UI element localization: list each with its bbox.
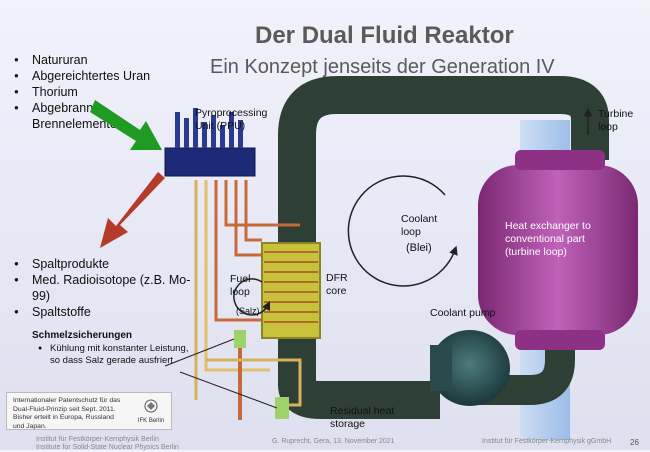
heat-exchanger <box>478 165 638 335</box>
fuel-line <box>244 180 262 242</box>
fuse-plug <box>234 330 246 348</box>
fuel-line <box>234 180 262 257</box>
ifk-logo-icon: IFK Berlin <box>137 399 165 424</box>
fuel-flow-arrow <box>233 278 271 316</box>
input-materials-list: Natururan Abgereichtertes Uran Thorium A… <box>14 52 189 132</box>
coolant-flow-arrow <box>347 175 458 287</box>
dfr-core <box>261 242 321 339</box>
coolant-loop-label: Coolant loop <box>401 213 438 238</box>
turbine-loop-label: Turbine loop <box>598 108 634 133</box>
footer-right: Institut für Festkörper-Kernphysik gGmbH <box>482 438 612 445</box>
input-arrow <box>90 100 162 150</box>
patent-text: Internationaler Patentschutz für das Dua… <box>13 397 121 430</box>
page-subtitle: Ein Konzept jenseits der Generation IV <box>210 56 555 78</box>
ppu-block <box>164 147 256 177</box>
list-item: Thorium <box>14 84 189 100</box>
footer-author: G. Ruprecht, Gera, 13. November 2021 <box>272 438 395 445</box>
residual-heat-tank <box>275 397 289 419</box>
schmelz-item: Kühlung mit konstanter Leistung, so dass… <box>38 343 200 367</box>
patent-box: Internationaler Patentschutz für das Dua… <box>6 392 172 430</box>
coolant-medium-label: (Blei) <box>406 242 432 254</box>
coolant-pipe-right <box>470 320 575 405</box>
footer-institute: Institut für Festkörper-Kernphysik Berli… <box>36 436 179 451</box>
list-item: Spaltprodukte <box>14 256 204 272</box>
ppu-label: Pyroprocessing Unit (PPU) <box>195 107 268 132</box>
residual-heat-label: Residual heat storage <box>330 405 395 430</box>
fuel-line <box>204 180 270 372</box>
fuel-line <box>224 180 300 227</box>
dfr-core-label: DFR core <box>326 272 348 297</box>
list-item: Abgebrannte Brennelemente <box>14 100 189 132</box>
list-item: Natururan <box>14 52 189 68</box>
fuel-medium-label: (Salz) <box>236 306 260 316</box>
coolant-pipe-lower <box>278 240 440 419</box>
fuel-line <box>214 180 265 322</box>
list-item: Spaltstoffe <box>14 304 204 320</box>
schmelz-title: Schmelzsicherungen <box>32 330 133 341</box>
page-number: 26 <box>630 438 639 447</box>
fuel-loop-label: Fuel loop <box>230 273 251 298</box>
coolant-pump-label: Coolant pump <box>430 307 496 319</box>
heat-exchanger-label: Heat exchanger to conventional part (tur… <box>505 220 591 258</box>
page-title: Der Dual Fluid Reaktor <box>255 22 514 49</box>
list-item: Med. Radioisotope (z.B. Mo-99) <box>14 272 204 304</box>
output-products-list: Spaltprodukte Med. Radioisotope (z.B. Mo… <box>14 256 204 320</box>
list-item: Abgereichtertes Uran <box>14 68 189 84</box>
output-arrow <box>100 172 165 248</box>
